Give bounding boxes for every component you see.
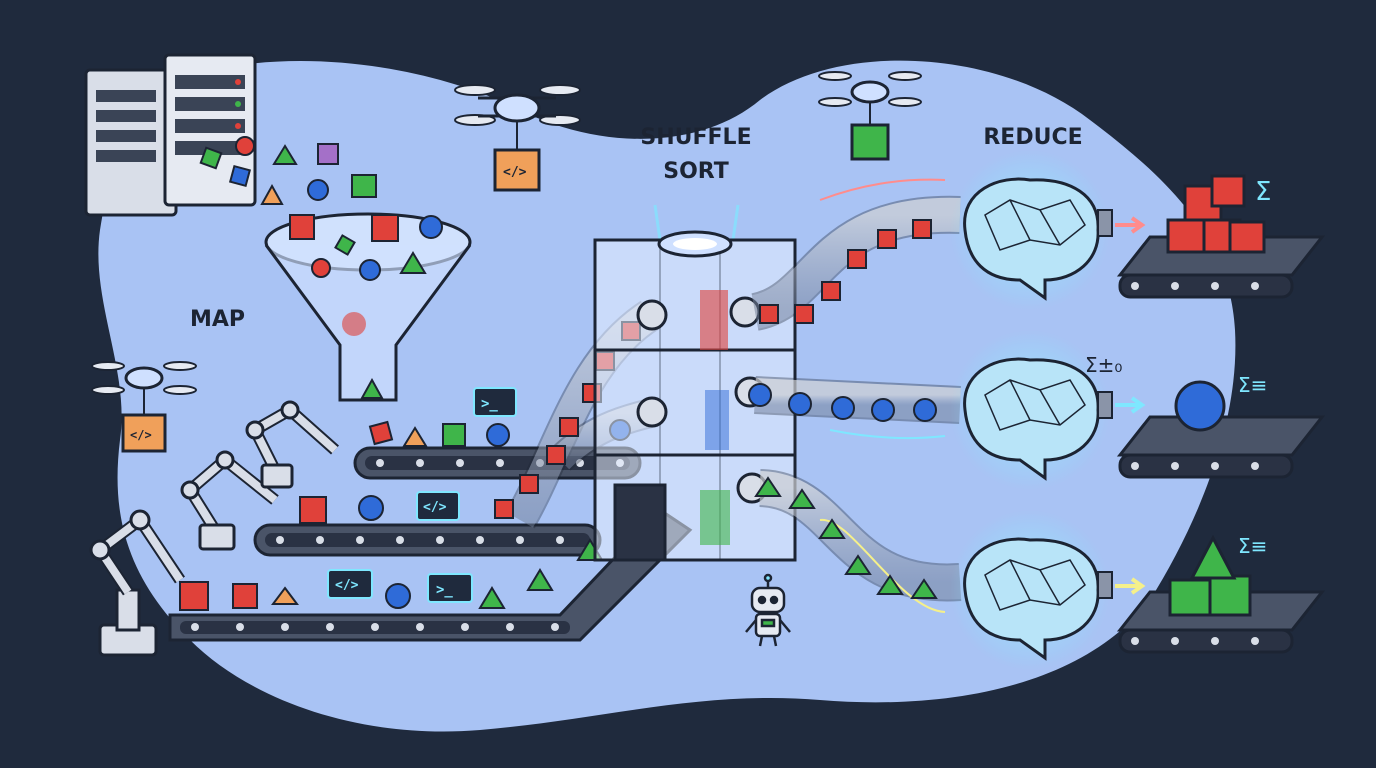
drone-icon bbox=[91, 361, 197, 453]
code-tag-icon: </> bbox=[130, 428, 152, 442]
conveyor-belt-icon bbox=[1116, 415, 1326, 479]
shuffle-label: SHUFFLE bbox=[640, 125, 751, 150]
sum-icon: Σ±₀ bbox=[1085, 353, 1122, 377]
red-cube-stack bbox=[1166, 174, 1266, 254]
blue-sphere bbox=[1174, 380, 1226, 432]
drone-icon bbox=[818, 71, 922, 161]
green-shape-stack bbox=[1168, 534, 1252, 617]
robot-arm-icon bbox=[180, 450, 279, 551]
terminal-glyph: >_ bbox=[481, 396, 498, 412]
reduce-label: REDUCE bbox=[983, 125, 1082, 150]
code-glyph: </> bbox=[335, 578, 359, 593]
code-glyph: </> bbox=[423, 500, 447, 515]
funnel-icon bbox=[264, 212, 472, 402]
glass-cube-machine-icon bbox=[593, 204, 797, 562]
terminal-glyph: >_ bbox=[436, 582, 453, 598]
code-tag-icon: </> bbox=[503, 165, 527, 180]
sort-label: SORT bbox=[663, 159, 729, 184]
terminal-icon bbox=[427, 573, 473, 603]
code-tag-icon bbox=[327, 569, 373, 599]
robot-arm-icon bbox=[245, 400, 339, 489]
code-tag-icon bbox=[416, 491, 460, 521]
robot-icon bbox=[745, 573, 791, 647]
brain-icon bbox=[950, 510, 1113, 670]
server-rack-icon bbox=[84, 53, 257, 217]
robot-arm-icon bbox=[89, 509, 185, 657]
brain-icon bbox=[950, 330, 1113, 490]
drone-icon bbox=[454, 84, 581, 192]
sum-icon: Σ≡ bbox=[1238, 373, 1267, 397]
output-arrows bbox=[1115, 216, 1146, 595]
sum-icon: Σ bbox=[1255, 177, 1271, 207]
belt-items bbox=[179, 420, 646, 611]
map-label: MAP bbox=[190, 307, 245, 332]
data-shapes-scatter bbox=[199, 136, 377, 205]
output-items bbox=[748, 219, 938, 599]
sum-icon: Σ≡ bbox=[1238, 534, 1267, 558]
terminal-icon bbox=[473, 387, 517, 417]
conveyor-belt-icon bbox=[253, 523, 602, 557]
brain-icon bbox=[950, 150, 1113, 310]
